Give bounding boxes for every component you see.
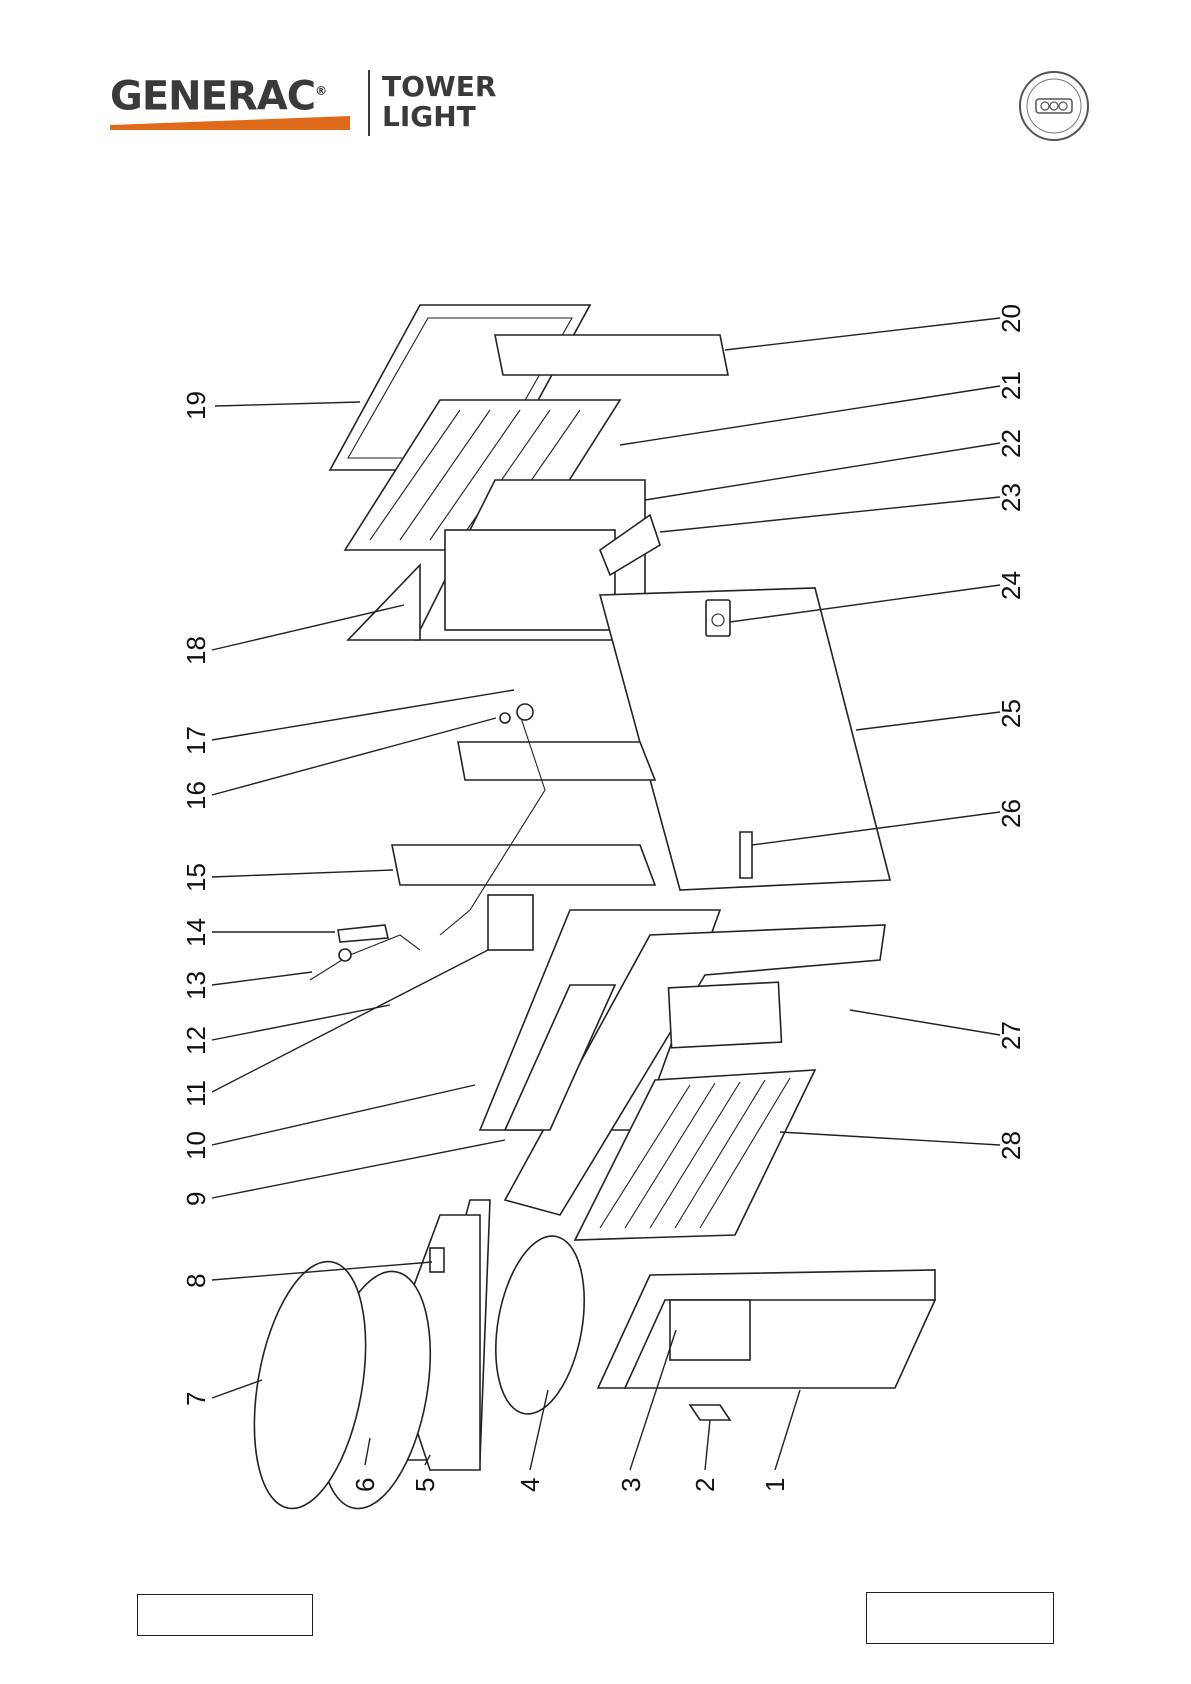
callout-17: 17 <box>181 726 211 755</box>
callouts-bottom: 6 5 4 3 2 1 <box>350 1478 790 1492</box>
upper-assembly <box>330 305 728 640</box>
callout-13: 13 <box>181 971 211 1000</box>
callout-4: 4 <box>515 1478 545 1492</box>
callout-12: 12 <box>181 1026 211 1055</box>
callout-1: 1 <box>760 1478 790 1492</box>
callout-27: 27 <box>996 1021 1026 1050</box>
callout-7: 7 <box>181 1392 211 1406</box>
callout-20: 20 <box>996 304 1026 333</box>
callout-19: 19 <box>181 391 211 420</box>
base-housing <box>480 910 885 1240</box>
callout-8: 8 <box>181 1274 211 1288</box>
callout-15: 15 <box>181 863 211 892</box>
callout-25: 25 <box>996 699 1026 728</box>
callout-18: 18 <box>181 636 211 665</box>
callout-10: 10 <box>181 1131 211 1160</box>
callout-22: 22 <box>996 429 1026 458</box>
callout-23: 23 <box>996 483 1026 512</box>
callout-21: 21 <box>996 371 1026 400</box>
callout-16: 16 <box>181 781 211 810</box>
callout-26: 26 <box>996 799 1026 828</box>
cover-panel <box>600 588 890 890</box>
small-parts-group <box>310 895 533 980</box>
callout-3: 3 <box>616 1478 646 1492</box>
callout-28: 28 <box>996 1131 1026 1160</box>
callout-9: 9 <box>181 1192 211 1206</box>
lower-parts <box>237 1200 935 1517</box>
callouts-right: 20 21 22 23 24 25 26 27 28 <box>996 304 1026 1160</box>
callout-14: 14 <box>181 918 211 947</box>
callout-11: 11 <box>181 1080 211 1107</box>
callout-24: 24 <box>996 571 1026 600</box>
callout-5: 5 <box>410 1478 440 1492</box>
callout-6: 6 <box>350 1478 380 1492</box>
footer-left-box <box>137 1594 313 1636</box>
callouts-left: 19 18 17 16 15 14 13 12 11 10 9 8 7 <box>181 391 211 1406</box>
footer-right-box <box>866 1592 1054 1644</box>
callout-2: 2 <box>690 1478 720 1492</box>
